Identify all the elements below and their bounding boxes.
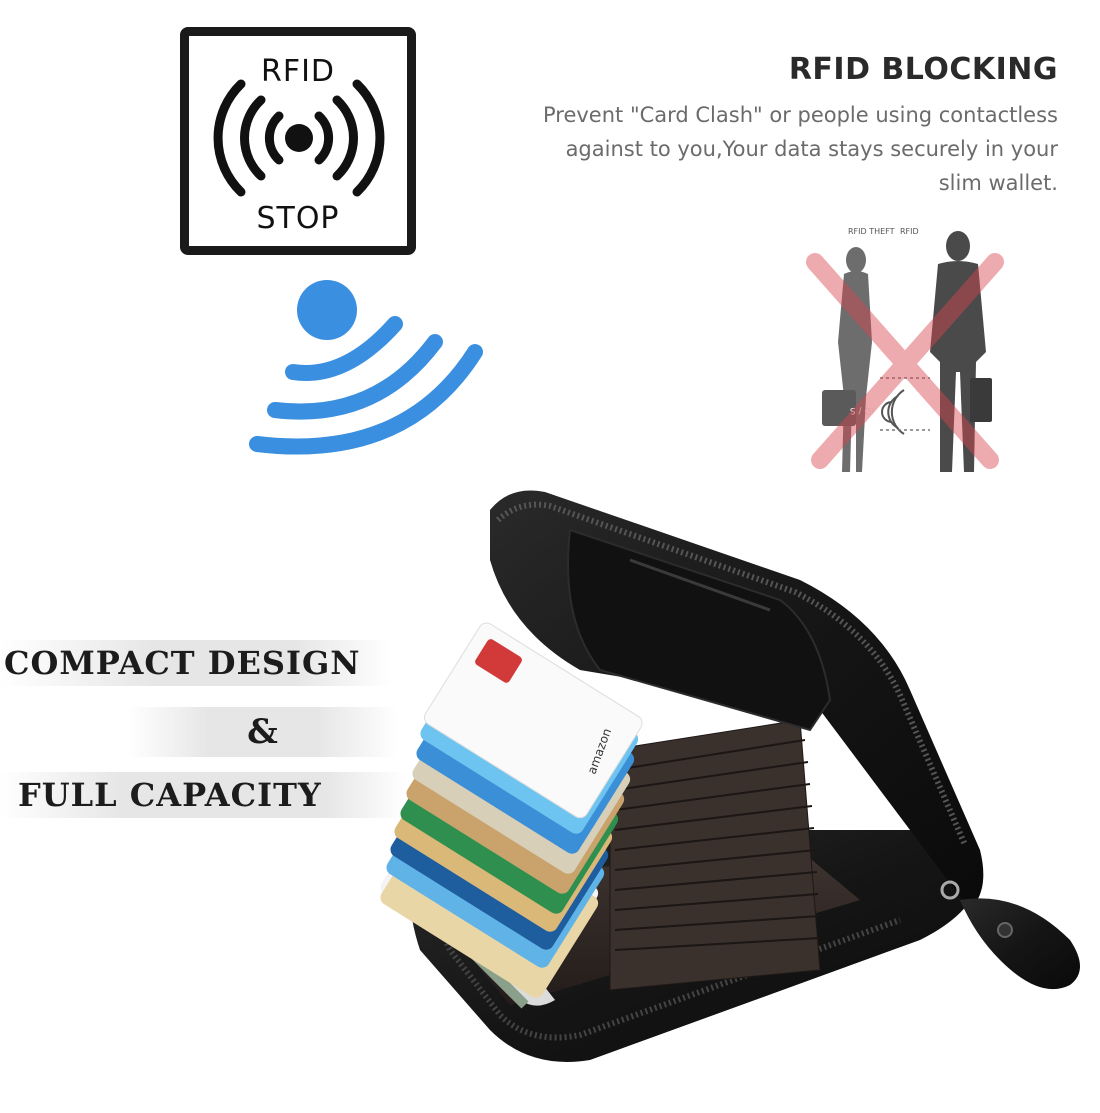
slot-stitch (629, 558, 771, 612)
transfer-arrows (880, 377, 930, 431)
front-card-slot (567, 528, 832, 732)
rfid-sign-top-text: RFID (260, 54, 336, 89)
compact-design-label: COMPACT DESIGN (0, 640, 392, 686)
briefcase-icon (970, 378, 992, 422)
rfid-blocking-description: Prevent "Card Clash" or people using con… (518, 98, 1058, 200)
description-line-2: against to you,Your data stays securely … (565, 137, 1058, 161)
red-cross-icon (806, 253, 1004, 469)
caption-rfid: RFID (900, 227, 919, 236)
description-line-3: slim wallet. (938, 171, 1058, 195)
wallet-photo: amazon (380, 490, 1080, 1062)
rfid-signal-icon (213, 79, 385, 197)
rfid-sign-bottom-text: STOP (256, 201, 340, 236)
full-capacity-label: FULL CAPACITY (0, 772, 406, 818)
ampersand-label: & (128, 707, 398, 757)
accordion-pleats (609, 719, 821, 991)
handbag-icon (822, 390, 856, 426)
pleat-lines (614, 739, 821, 951)
zipper-pull-icon (940, 880, 1080, 990)
bag-label: ID / S (850, 405, 874, 415)
rfid-blocking-title: RFID BLOCKING (788, 52, 1058, 87)
wireless-signal-icon (249, 280, 483, 455)
description-line-1: Prevent "Card Clash" or people using con… (542, 103, 1058, 127)
caption-rfid-theft: RFID THEFT (848, 227, 895, 236)
rfid-stop-sign: RFID STOP (180, 27, 416, 255)
fanned-cards (380, 622, 643, 998)
rfid-theft-illustration: RFID THEFT RFID ID / S (806, 227, 1004, 472)
